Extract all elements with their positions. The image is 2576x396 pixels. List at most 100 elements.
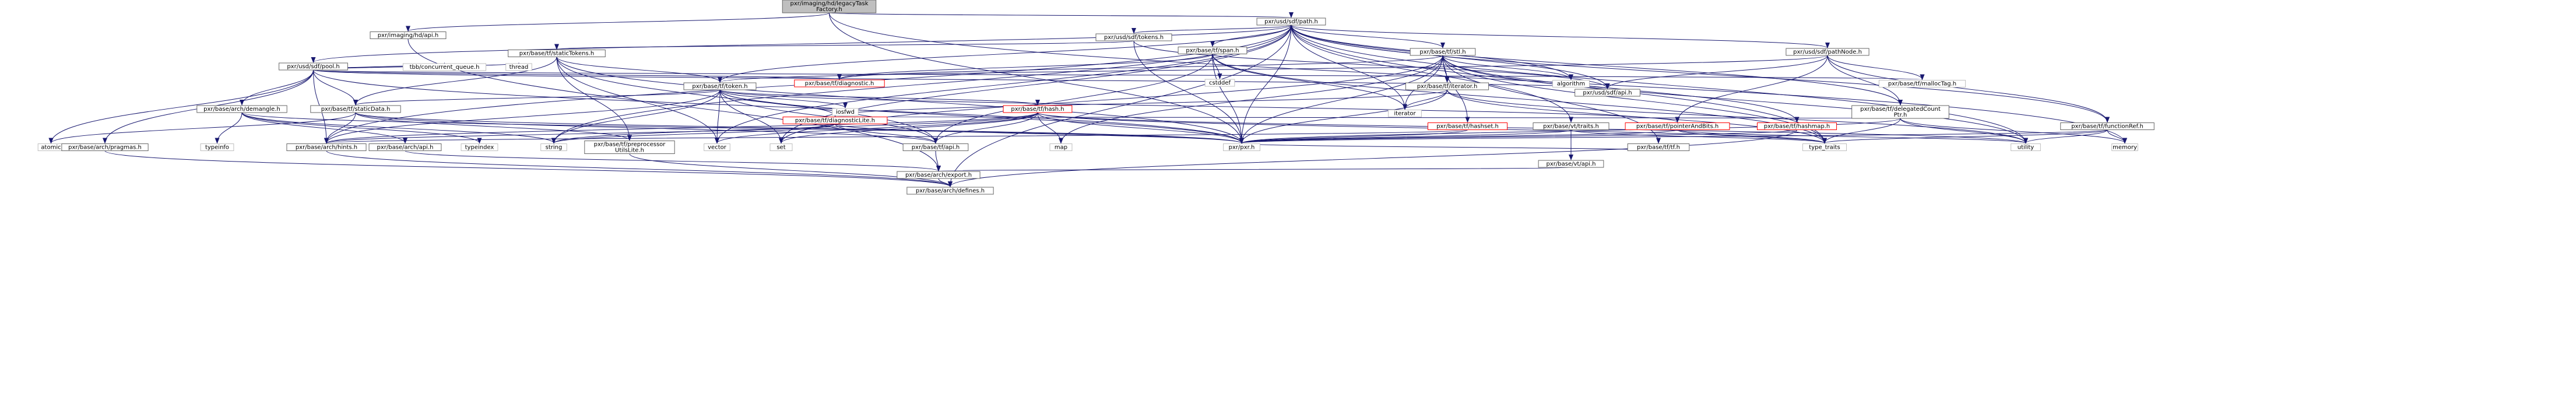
node-thread: thread bbox=[505, 63, 532, 71]
node-demangle[interactable]: pxr/base/arch/demangle.h bbox=[196, 105, 287, 113]
edge-pathNode-to-functionRef bbox=[1827, 55, 2110, 123]
node-box bbox=[1223, 143, 1260, 151]
edge-hashmap-to-defines bbox=[948, 129, 1797, 187]
node-staticData[interactable]: pxr/base/tf/staticData.h bbox=[310, 105, 401, 113]
node-pathNode[interactable]: pxr/usd/sdf/pathNode.h bbox=[1786, 48, 1869, 56]
node-box bbox=[782, 0, 877, 13]
node-label: pxr/base/tf/preprocessor bbox=[594, 142, 666, 148]
node-label: typeinfo bbox=[205, 145, 229, 151]
node-box bbox=[1533, 122, 1609, 130]
edge-tokens-to-pxrh bbox=[1133, 40, 1244, 144]
node-box bbox=[1427, 122, 1508, 130]
node-hdapi[interactable]: pxr/imaging/hd/api.h bbox=[370, 31, 447, 39]
node-box bbox=[906, 187, 994, 195]
node-vttraits[interactable]: pxr/base/vt/traits.h bbox=[1533, 122, 1609, 130]
node-box bbox=[540, 143, 567, 151]
node-label: UtilsLite.h bbox=[615, 148, 644, 154]
node-hints[interactable]: pxr/base/arch/hints.h bbox=[286, 143, 367, 151]
edge-staticTokens-to-preproc bbox=[556, 57, 632, 141]
node-pointerAndBits[interactable]: pxr/base/tf/pointerAndBits.h bbox=[1625, 122, 1730, 130]
edge-staticTokens-to-staticData bbox=[353, 57, 557, 106]
node-label: pxr/base/arch/defines.h bbox=[916, 188, 985, 194]
edge-path-to-pxrh bbox=[1239, 24, 1292, 144]
node-tfh[interactable]: pxr/base/tf/tf.h bbox=[1627, 143, 1690, 151]
node-box bbox=[402, 63, 487, 71]
node-diagLite[interactable]: pxr/base/tf/diagnosticLite.h bbox=[782, 117, 888, 124]
node-label: pxr/imaging/hd/api.h bbox=[378, 33, 438, 39]
edge-iteratorh-to-iterator bbox=[1403, 89, 1447, 110]
node-label: pxr/base/tf/diagnosticLite.h bbox=[795, 118, 875, 124]
node-label: pxr/base/tf/staticTokens.h bbox=[519, 51, 594, 57]
node-label: pxr/base/tf/stl.h bbox=[1419, 49, 1466, 55]
edge-staticTokens-to-tfapi bbox=[556, 57, 938, 144]
node-token[interactable]: pxr/base/tf/token.h bbox=[683, 82, 757, 90]
node-path[interactable]: pxr/usd/sdf/path.h bbox=[1256, 17, 1326, 26]
node-box bbox=[286, 143, 367, 151]
edge-staticData-to-preproc bbox=[355, 112, 632, 141]
node-iteratorh[interactable]: pxr/base/tf/iterator.h bbox=[1405, 82, 1489, 90]
node-exporth[interactable]: pxr/base/arch/export.h bbox=[897, 171, 981, 179]
edge-iteratorh-to-pxrh bbox=[1239, 89, 1447, 144]
edge-span-to-tfapi bbox=[933, 54, 1213, 144]
node-box bbox=[2111, 143, 2138, 151]
node-label: pxr/base/arch/export.h bbox=[905, 172, 972, 178]
node-box bbox=[1538, 160, 1604, 168]
node-box bbox=[1627, 143, 1690, 151]
edge-path-to-pathNode bbox=[1291, 24, 1830, 48]
node-label: pxr/base/tf/functionRef.h bbox=[2071, 124, 2143, 130]
node-stl[interactable]: pxr/base/tf/stl.h bbox=[1410, 48, 1476, 56]
node-box bbox=[1756, 122, 1837, 130]
node-pragmas[interactable]: pxr/base/arch/pragmas.h bbox=[61, 143, 149, 151]
edge-pointerAndBits-to-pxrh bbox=[1239, 129, 1678, 144]
node-box bbox=[1204, 79, 1235, 87]
node-archapi[interactable]: pxr/base/arch/api.h bbox=[368, 143, 442, 151]
node-set: set bbox=[769, 143, 793, 151]
node-span[interactable]: pxr/base/tf/span.h bbox=[1178, 47, 1247, 54]
edge-factory-to-memory bbox=[829, 12, 2127, 144]
node-tokens[interactable]: pxr/usd/sdf/tokens.h bbox=[1095, 33, 1172, 41]
edge-token-to-set bbox=[719, 89, 783, 144]
node-sdfapi[interactable]: pxr/usd/sdf/api.h bbox=[1575, 89, 1640, 97]
edge-hash-to-pxrh bbox=[1037, 112, 1244, 144]
node-hash[interactable]: pxr/base/tf/hash.h bbox=[1003, 105, 1073, 113]
node-label: pxr/base/tf/hash.h bbox=[1011, 106, 1064, 113]
edge-pathNode-to-delegated bbox=[1827, 55, 1903, 106]
node-staticTokens[interactable]: pxr/base/tf/staticTokens.h bbox=[508, 50, 606, 57]
node-box bbox=[1178, 47, 1247, 54]
edge-demangle-to-typeindex bbox=[241, 112, 482, 144]
node-hashset[interactable]: pxr/base/tf/hashset.h bbox=[1427, 122, 1508, 130]
node-vtapi[interactable]: pxr/base/vt/api.h bbox=[1538, 160, 1604, 168]
node-box bbox=[2011, 143, 2041, 151]
node-box bbox=[1405, 82, 1489, 90]
node-box bbox=[370, 31, 447, 39]
edge-exporth-to-defines bbox=[938, 178, 953, 187]
node-pool[interactable]: pxr/usd/sdf/pool.h bbox=[279, 62, 348, 71]
node-defines[interactable]: pxr/base/arch/defines.h bbox=[906, 187, 994, 195]
node-box bbox=[1575, 89, 1640, 97]
edge-token-to-iosfwd bbox=[719, 89, 848, 108]
edge-pathNode-to-pointerAndBits bbox=[1675, 55, 1828, 123]
node-box bbox=[683, 82, 757, 90]
edge-token-to-vector bbox=[715, 89, 721, 144]
edge-token-to-hints bbox=[324, 89, 721, 144]
node-hashmap[interactable]: pxr/base/tf/hashmap.h bbox=[1756, 122, 1837, 130]
edge-factory-to-pxrh bbox=[829, 12, 1244, 144]
node-label: type_traits bbox=[1809, 145, 1840, 151]
node-mallocTag: pxr/base/tf/mallocTag.h bbox=[1878, 80, 1966, 87]
node-diagnostic[interactable]: pxr/base/tf/diagnostic.h bbox=[794, 79, 885, 87]
node-functionRef[interactable]: pxr/base/tf/functionRef.h bbox=[2060, 122, 2155, 130]
edge-delegated-to-diagLite bbox=[834, 115, 1901, 122]
edge-staticTokens-to-token bbox=[556, 57, 722, 83]
edge-stl-to-set bbox=[779, 55, 1443, 144]
edge-pointerAndBits-to-utility bbox=[1677, 129, 2028, 144]
edge-pool-to-mallocTag bbox=[313, 69, 1923, 80]
node-box bbox=[368, 143, 442, 151]
node-label: typeindex bbox=[465, 145, 494, 151]
edge-path-to-tokens bbox=[1131, 24, 1292, 34]
node-box bbox=[584, 141, 675, 154]
node-label: iosfwd bbox=[836, 109, 855, 115]
node-tfapi[interactable]: pxr/base/tf/api.h bbox=[902, 143, 969, 151]
edge-delegated-to-memory bbox=[1900, 118, 2127, 144]
